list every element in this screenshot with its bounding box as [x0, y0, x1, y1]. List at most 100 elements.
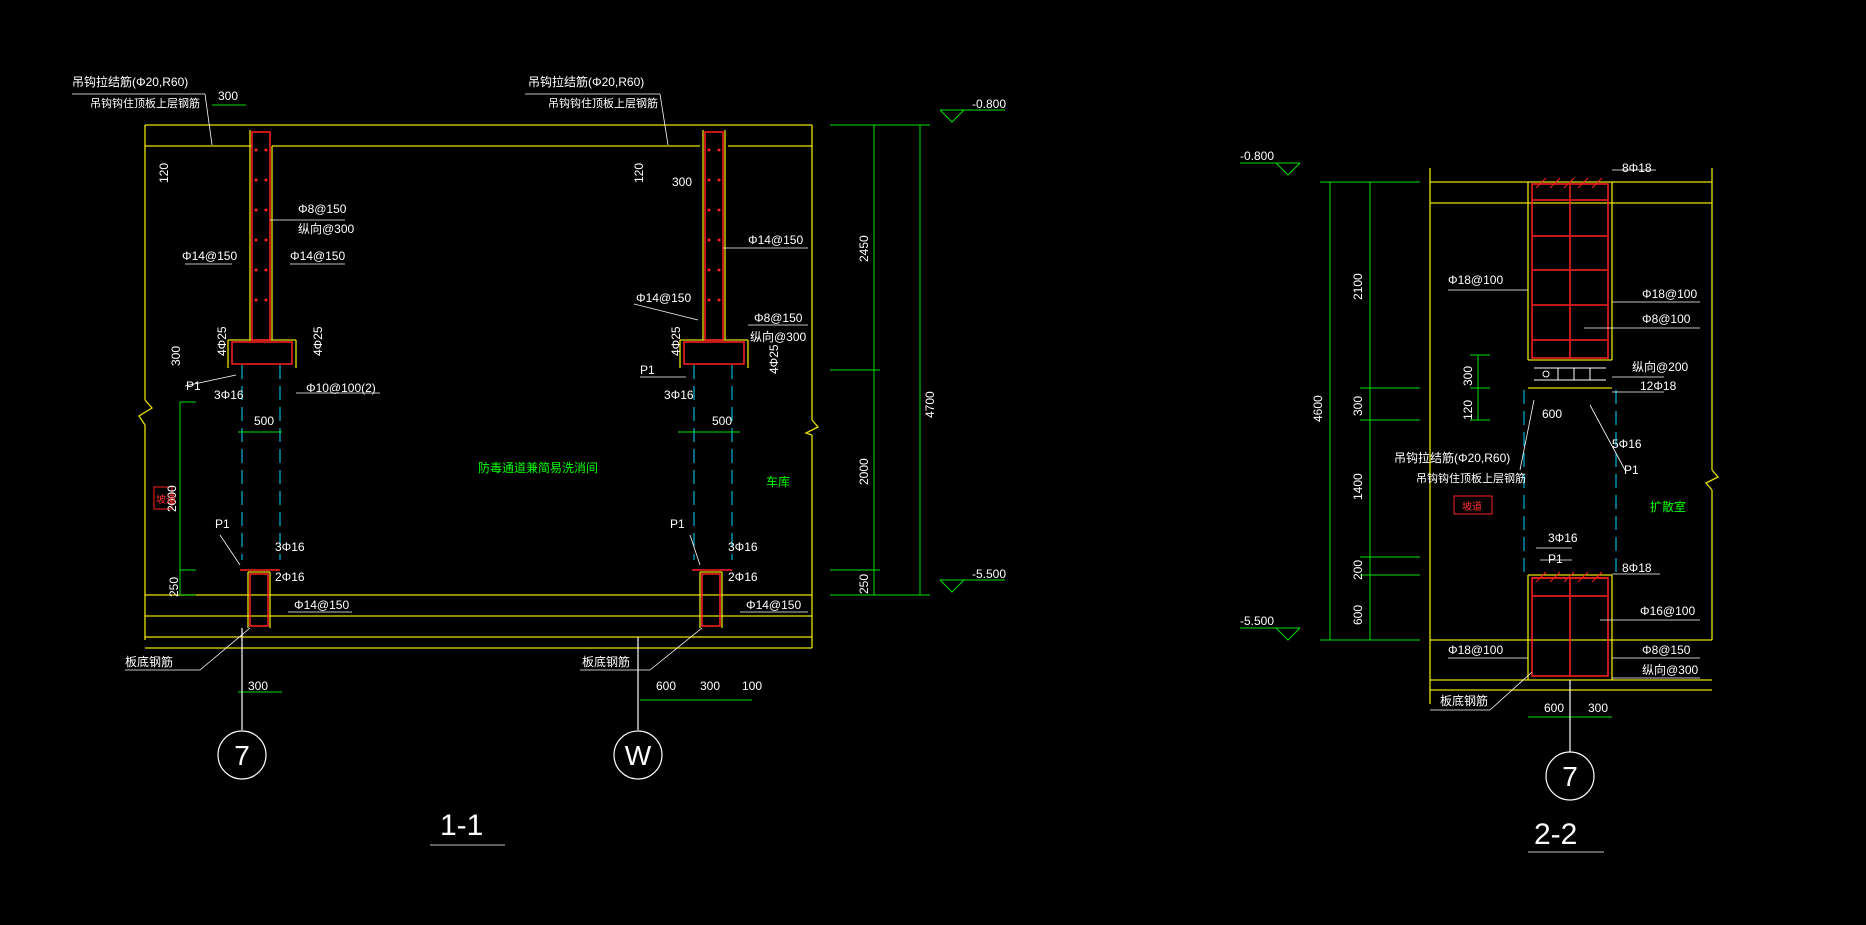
dim-600-bottom-2: 600	[1544, 701, 1564, 715]
rebar-phi8-150-2: Φ8@150	[1642, 643, 1691, 657]
section-1-1-leaders	[72, 93, 808, 846]
section-2-2-labels: -0.800 -5.500 4600 2100 300 1400 200 600…	[1240, 149, 1699, 792]
center-room-label: 防毒通道兼简易洗消间	[478, 460, 598, 475]
p1-lower-r: P1	[670, 517, 685, 531]
section-1-1-right-labels: 吊钩拉结筋(Φ20,R60) 吊钩钩住顶板上层钢筋 120 300 Φ14@15…	[528, 74, 807, 771]
dim-4600: 4600	[1311, 395, 1325, 422]
p1-right-2: P1	[1624, 463, 1639, 477]
section-1-1-rebar	[231, 131, 745, 627]
dim-100-r: 100	[742, 679, 762, 693]
hook-note-line2-2: 吊钩钩住顶板上层钢筋	[1416, 471, 1526, 485]
rebar-5phi16: 5Φ16	[1612, 437, 1642, 451]
section-1-1-rebar-dots	[254, 148, 721, 302]
rebar-8phi18-lower: 8Φ18	[1622, 561, 1652, 575]
hook-note-line2-r: 吊钩钩住顶板上层钢筋	[548, 96, 658, 110]
hook-note-line1: 吊钩拉结筋(Φ20,R60)	[72, 74, 188, 89]
dim-120-r: 120	[632, 163, 646, 183]
section-2-2-axis-bubble	[1545, 680, 1595, 801]
rebar-3phi16: 3Φ16	[214, 388, 244, 402]
rebar-phi10-100: Φ10@100(2)	[306, 381, 376, 395]
p1-upper: P1	[186, 379, 201, 393]
section-1-1-axis-lines	[241, 365, 733, 560]
dim-4700: 4700	[923, 391, 937, 418]
dim-500-r: 500	[712, 414, 732, 428]
dim-600-mid: 600	[1542, 407, 1562, 421]
section-2-2-red-tag-box	[1453, 495, 1493, 515]
rebar-phi8-100: Φ8@100	[1642, 312, 1691, 326]
section-title-2-2: 2-2	[1534, 818, 1577, 851]
red-tag-2: 坡道	[1462, 500, 1482, 513]
dim-300-bottom-2: 300	[1588, 701, 1608, 715]
dim-300-side-2: 300	[1461, 366, 1475, 386]
section-1-1-outline	[138, 124, 820, 649]
section-2-2-axis-lines	[1523, 390, 1617, 572]
dim-300-r-bottom: 300	[700, 679, 720, 693]
rebar-3phi16-lower-r: 3Φ16	[728, 540, 758, 554]
rebar-phi14-150-mid-r: Φ14@150	[636, 291, 691, 305]
dim-120: 120	[157, 163, 171, 183]
dim-1400: 1400	[1351, 473, 1365, 500]
slab-bottom-rebar-r: 板底钢筋	[582, 654, 630, 669]
slab-bottom-rebar: 板底钢筋	[125, 654, 173, 669]
dim-250: 250	[167, 577, 181, 597]
rebar-phi8-150-r: Φ8@150	[754, 311, 803, 325]
section-1-1: 吊钩拉结筋(Φ20,R60) 吊钩钩住顶板上层钢筋 300 120 Φ8@150…	[72, 74, 1006, 846]
top-rebar-8phi18: 8Φ18	[1622, 161, 1652, 175]
p1-lower: P1	[215, 517, 230, 531]
rebar-4phi25-a-r: 4Φ25	[669, 326, 683, 356]
elev-top: -0.800	[972, 97, 1006, 111]
red-tag: 坡道	[156, 493, 176, 506]
rebar-12phi18: 12Φ18	[1640, 379, 1677, 393]
elev-top-2: -0.800	[1240, 149, 1274, 163]
rebar-phi14-150-bottom-r: Φ14@150	[746, 598, 801, 612]
p1-lower-2: P1	[1548, 552, 1563, 566]
rebar-long-300-r: 纵向@300	[750, 329, 807, 344]
rebar-phi14-150-left: Φ14@150	[182, 249, 237, 263]
rebar-2phi16-r: 2Φ16	[728, 570, 758, 584]
rebar-phi14-150-bottom: Φ14@150	[294, 598, 349, 612]
section-1-1-center-labels: 防毒通道兼简易洗消间 车库 -0.800 -5.500 2450 2000 25…	[478, 97, 1006, 594]
rebar-3phi16-lower: 3Φ16	[275, 540, 305, 554]
section-1-1-left-labels: 吊钩拉结筋(Φ20,R60) 吊钩钩住顶板上层钢筋 300 120 Φ8@150…	[72, 74, 376, 771]
section-1-1-axis-bubbles	[217, 628, 663, 780]
hook-note-line1-r: 吊钩拉结筋(Φ20,R60)	[528, 74, 644, 89]
rebar-phi8-150: Φ8@150	[298, 202, 347, 216]
rebar-phi18-100-bottom: Φ18@100	[1448, 643, 1503, 657]
dim-250-right: 250	[857, 574, 871, 594]
dim-120-2: 120	[1461, 400, 1475, 420]
dim-300-top: 300	[218, 89, 238, 103]
rebar-2phi16: 2Φ16	[275, 570, 305, 584]
dim-600-r: 600	[656, 679, 676, 693]
rebar-long-300: 纵向@300	[298, 221, 355, 236]
dim-500: 500	[254, 414, 274, 428]
axis-label-7: 7	[234, 740, 250, 771]
section-1-1-red-tag-box	[153, 486, 173, 510]
dim-200: 200	[1351, 560, 1365, 580]
rebar-4phi25-b-r: 4Φ25	[767, 344, 781, 374]
dim-300-bottom: 300	[248, 679, 268, 693]
rebar-phi14-150-top-r: Φ14@150	[748, 233, 803, 247]
hook-note-line2: 吊钩钩住顶板上层钢筋	[90, 96, 200, 110]
dim-300-side: 300	[169, 346, 183, 366]
rebar-phi18-100-right: Φ18@100	[1642, 287, 1697, 301]
section-2-2-dimension-lines	[1240, 162, 1612, 718]
rebar-phi16-100: Φ16@100	[1640, 604, 1695, 618]
garage-label: 车库	[766, 474, 790, 489]
section-2-2-outline	[1429, 168, 1720, 704]
dim-2100: 2100	[1351, 273, 1365, 300]
section-1-1-dimension-lines	[179, 104, 1005, 701]
dim-2000: 2000	[165, 485, 179, 512]
rebar-phi14-150-right: Φ14@150	[290, 249, 345, 263]
rebar-long-200: 纵向@200	[1632, 359, 1689, 374]
section-2-2-hook-strip	[1534, 367, 1606, 381]
rebar-4phi25-b: 4Φ25	[311, 326, 325, 356]
diffusion-room-label: 扩散室	[1650, 499, 1686, 514]
section-title-1-1: 1-1	[440, 809, 483, 842]
rebar-3phi16-r: 3Φ16	[664, 388, 694, 402]
dim-300-r: 300	[672, 175, 692, 189]
elev-bottom-2: -5.500	[1240, 614, 1274, 628]
dim-2450: 2450	[857, 235, 871, 262]
dim-300-2: 300	[1351, 396, 1365, 416]
